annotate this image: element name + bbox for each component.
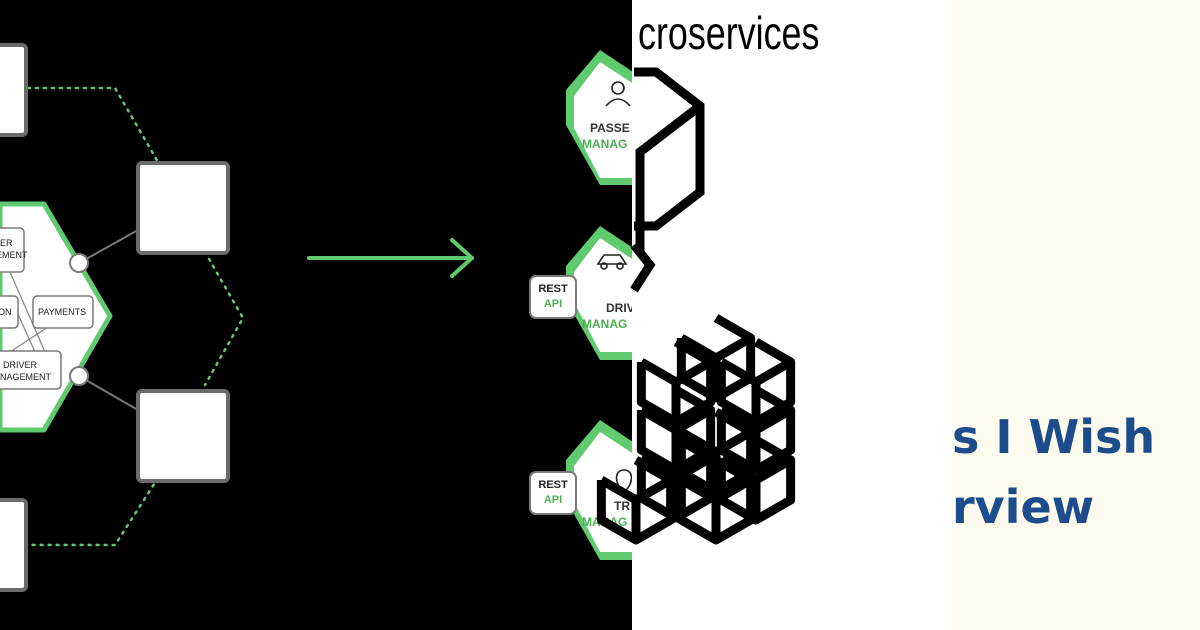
service-name-passenger: PASSE (590, 121, 630, 135)
cube-face (719, 338, 796, 387)
dotted-connections (26, 86, 245, 547)
external-box (136, 389, 230, 483)
monolith-modules (0, 227, 94, 390)
service-name-trip: TR (614, 499, 630, 513)
service-sub-driver: MANAG (582, 317, 627, 331)
module-label-1: EREMENT (0, 238, 28, 260)
rest-api-badge: REST API (529, 275, 577, 319)
port-circle (69, 366, 89, 386)
cube-face (639, 386, 716, 435)
module-box (0, 350, 62, 390)
rest-api-badge: REST API (529, 471, 577, 515)
module-box (0, 295, 19, 329)
module-box (32, 295, 94, 329)
external-boxes (0, 43, 230, 592)
external-box (136, 161, 230, 255)
passenger-icon (605, 81, 631, 107)
external-box (0, 498, 28, 592)
api-label: API (544, 494, 562, 506)
transition-arrow (307, 238, 474, 278)
headline-line-1: s I Wish (952, 410, 1156, 464)
headline-line-2: rview (952, 480, 1095, 534)
api-label: API (544, 298, 562, 310)
module-box (0, 227, 25, 273)
service-sub-passenger: MANAG (582, 137, 627, 151)
cube-face (679, 408, 756, 457)
external-box (0, 43, 28, 137)
cube-face (599, 456, 676, 505)
module-label-2: ON (0, 307, 12, 317)
rest-label: REST (538, 283, 568, 295)
microservices-header: croservices (638, 7, 820, 59)
cube-face (639, 338, 716, 387)
cube-face (679, 314, 756, 363)
service-name-driver: DRIV (606, 301, 635, 315)
car-icon (596, 254, 628, 270)
port-circle (69, 253, 89, 273)
module-label-payments: PAYMENTS (38, 307, 86, 317)
cube-icon (630, 67, 705, 293)
module-links (9, 271, 49, 353)
module-label-driver: DRIVERANAGEMENT (0, 360, 52, 382)
cube-cluster-icon (596, 314, 796, 545)
connector-lines (78, 229, 139, 411)
cube-face (719, 436, 796, 485)
cream-panel (952, 0, 1200, 630)
rest-label: REST (538, 479, 568, 491)
